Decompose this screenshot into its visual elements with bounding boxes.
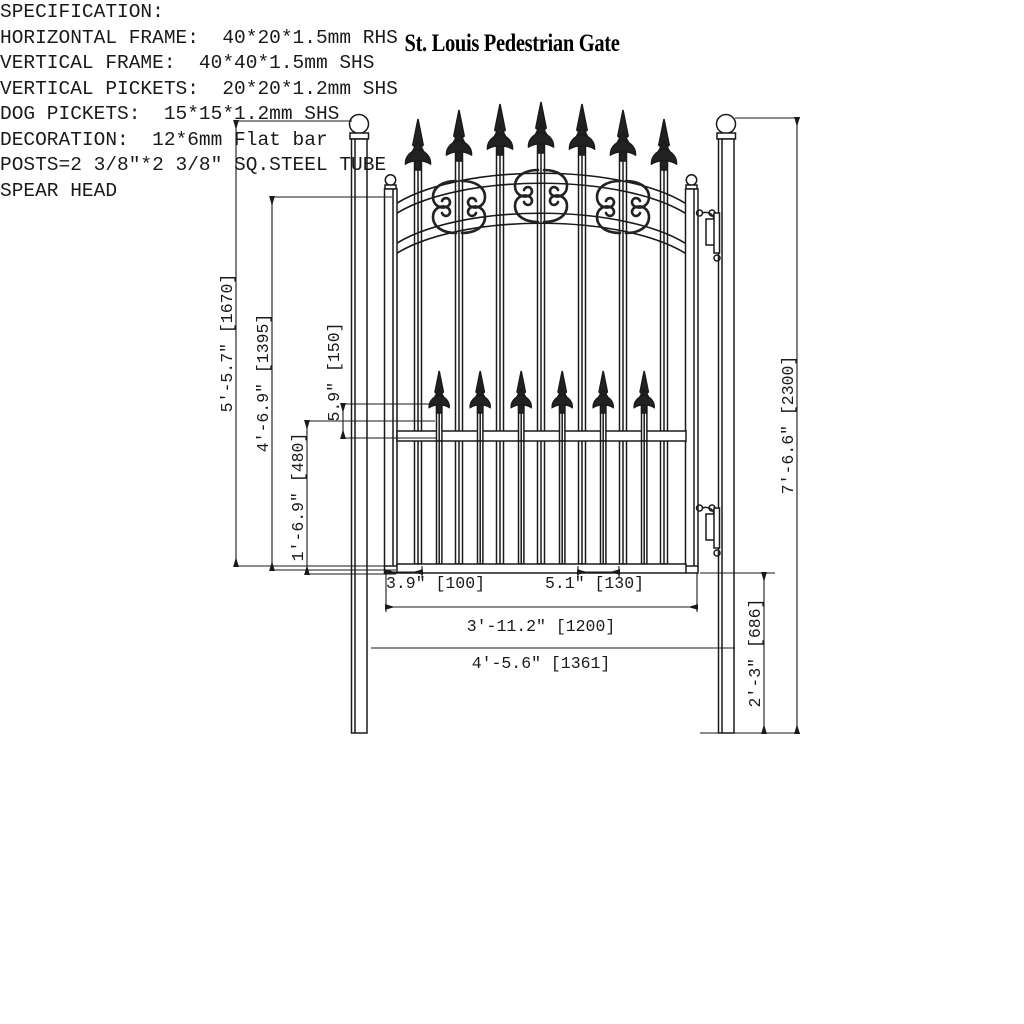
- dim-edge-picket-spacing: 3.9" [100]: [386, 574, 485, 593]
- dim-gate-frame-height: 4'-6.9" [1395]: [254, 314, 273, 453]
- dim-dog-picket-height: 5.9" [150]: [325, 322, 344, 421]
- gate-mid-rail: [396, 430, 687, 442]
- dimension-lines: [233, 117, 800, 734]
- specification-heading: SPECIFICATION:: [0, 1, 164, 23]
- gate-right-frame: [684, 174, 699, 567]
- gate-bottom-rail: [383, 563, 699, 574]
- specification-line-decoration: DECORATION: 12*6mm Flat bar: [0, 128, 328, 151]
- hinge-upper: [695, 209, 721, 262]
- specification-line-horizontal-frame: HORIZONTAL FRAME: 40*20*1.5mm RHS: [0, 26, 398, 49]
- gate-leaf: [383, 101, 721, 574]
- right-post: [715, 113, 737, 734]
- specification-line-dog-pickets: DOG PICKETS: 15*15*1.2mm SHS: [0, 103, 340, 125]
- specification-line-posts: POSTS=2 3/8"*2 3/8" SQ.STEEL TUBE: [0, 154, 387, 176]
- specification-line-spear-head: SPEAR HEAD: [0, 179, 118, 202]
- dim-overall-gate-height: 5'-5.7" [1670]: [218, 274, 237, 413]
- left-post: [348, 113, 370, 734]
- dim-overall-opening-width: 4'-5.6" [1361]: [472, 654, 611, 673]
- specification-line-vertical-frame: VERTICAL FRAME: 40*40*1.5mm SHS: [0, 52, 375, 74]
- page-title: St. Louis Pedestrian Gate: [404, 30, 620, 57]
- gate-left-frame: [383, 174, 398, 567]
- dim-lower-panel-height: 1'-6.9" [480]: [289, 433, 308, 562]
- dim-gate-leaf-width: 3'-11.2" [1200]: [467, 617, 616, 636]
- dim-picket-spacing: 5.1" [130]: [545, 574, 644, 593]
- dim-post-overall-height: 7'-6.6" [2300]: [779, 356, 798, 495]
- specification-block: SPECIFICATION: HORIZONTAL FRAME: 40*20*1…: [0, 0, 1024, 204]
- specification-line-vertical-pickets: VERTICAL PICKETS: 20*20*1.2mm SHS: [0, 77, 398, 100]
- dimension-labels: 5'-5.7" [1670] 4'-6.9" [1395] 1'-6.9" [4…: [218, 274, 798, 708]
- dim-post-below-gate: 2'-3" [686]: [746, 599, 765, 708]
- hinge-lower: [695, 504, 721, 557]
